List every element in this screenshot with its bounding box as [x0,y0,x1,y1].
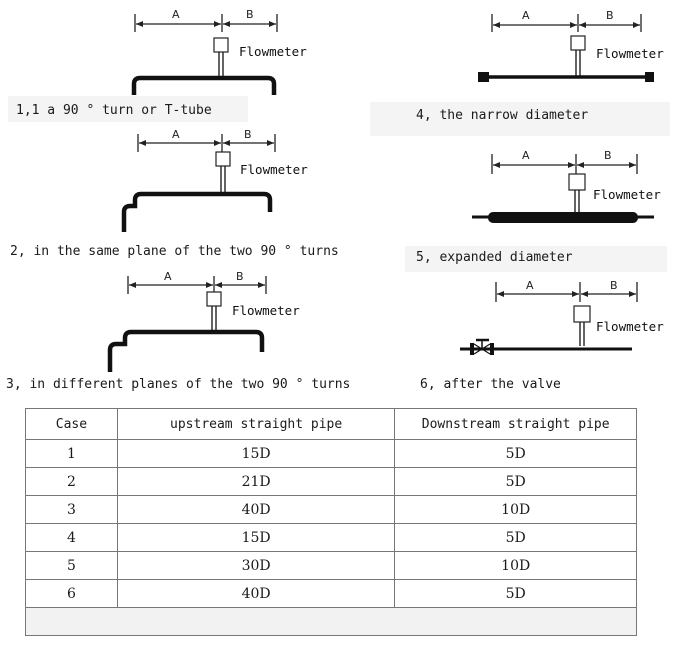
flowmeter-label: Flowmeter [596,319,664,334]
cell-downstream: 5D [394,579,637,608]
table-row: 1 15D 5D [25,439,637,468]
flowmeter-box [215,151,231,167]
diagram-1-single-turn: A B Flowmeter [131,8,307,95]
cell-downstream: 5D [394,523,637,552]
flowmeter-box [213,37,229,53]
table-header-row: Case upstream straight pipe Downstream s… [25,408,637,440]
cell-upstream: 40D [116,495,396,524]
flowmeter-label: Flowmeter [596,46,664,61]
flange-left [470,343,474,355]
header-case: Case [25,408,118,440]
cell-downstream: 10D [394,551,637,580]
caption-backdrop-right-5 [405,246,667,272]
case-4-caption: 4, the narrow diameter [416,108,589,123]
flowmeter-label: Flowmeter [239,44,307,59]
table-row: 6 40D 5D [25,579,637,608]
header-upstream: upstream straight pipe [116,408,396,440]
diagram-4-narrow-diameter: A B Flowmeter [478,9,664,82]
dimension-b-label: B [606,9,614,22]
dimension-a-label: A [172,8,180,21]
diagram-3-two-turns-different-planes: A B Flowmeter [107,270,300,372]
pipe [121,191,273,232]
flowmeter-box [570,35,586,51]
case-3-caption: 3, in different planes of the two 90 ° t… [6,377,351,392]
flowmeter-box [206,291,222,307]
dimension-b-label: B [246,8,254,21]
pipe-expanded [488,212,638,223]
table-blank-row [25,607,637,636]
cell-upstream: 15D [116,439,396,468]
dimension-a-label: A [522,149,530,162]
flowmeter-box [568,173,586,191]
case-5-caption: 5, expanded diameter [416,250,573,265]
table-row: 2 21D 5D [25,467,637,496]
pipe [107,329,265,372]
flange-right [490,343,494,355]
flowmeter-label: Flowmeter [593,187,661,202]
table-row: 4 15D 5D [25,523,637,552]
diagram-2-two-turns-same-plane: A B Flowmeter [121,128,308,232]
flowmeter-label: Flowmeter [232,303,300,318]
dimension-b-label: B [244,128,252,141]
case-2-caption: 2, in the same plane of the two 90 ° tur… [10,244,339,259]
cell-case: 3 [25,495,118,524]
valve-icon [473,343,491,355]
blank-footer-cell [25,607,637,636]
cell-upstream: 30D [116,551,396,580]
diagram-6-after-valve: A B Flowmeter [460,279,664,355]
reducer-left [478,72,489,82]
flowmeter-box [573,305,591,323]
table-row: 5 30D 10D [25,551,637,580]
pipe [131,75,277,95]
case-1-caption: 1,1 a 90 ° turn or T-tube [16,103,212,118]
cell-case: 2 [25,467,118,496]
diagram-5-expanded-diameter: A B Flowmeter [472,149,661,223]
table-row: 3 40D 10D [25,495,637,524]
straight-pipe-requirements-table: Case upstream straight pipe Downstream s… [25,408,637,636]
cell-case: 4 [25,523,118,552]
case-6-caption: 6, after the valve [420,377,561,392]
dimension-b-label: B [236,270,244,283]
caption-backdrop-left-1 [8,96,248,122]
dimension-a-label: A [526,279,534,292]
dimension-b-label: B [604,149,612,162]
caption-backdrop-right-4 [370,102,670,136]
cell-downstream: 5D [394,439,637,468]
dimension-a-label: A [164,270,172,283]
cell-upstream: 15D [116,523,396,552]
cell-upstream: 40D [116,579,396,608]
dimension-a-label: A [522,9,530,22]
reducer-right [645,72,654,82]
dimension-b-label: B [610,279,618,292]
dimension-a-label: A [172,128,180,141]
cell-case: 5 [25,551,118,580]
cell-case: 1 [25,439,118,468]
header-downstream: Downstream straight pipe [394,408,637,440]
cell-downstream: 10D [394,495,637,524]
cell-upstream: 21D [116,467,396,496]
cell-downstream: 5D [394,467,637,496]
cell-case: 6 [25,579,118,608]
flowmeter-label: Flowmeter [240,162,308,177]
